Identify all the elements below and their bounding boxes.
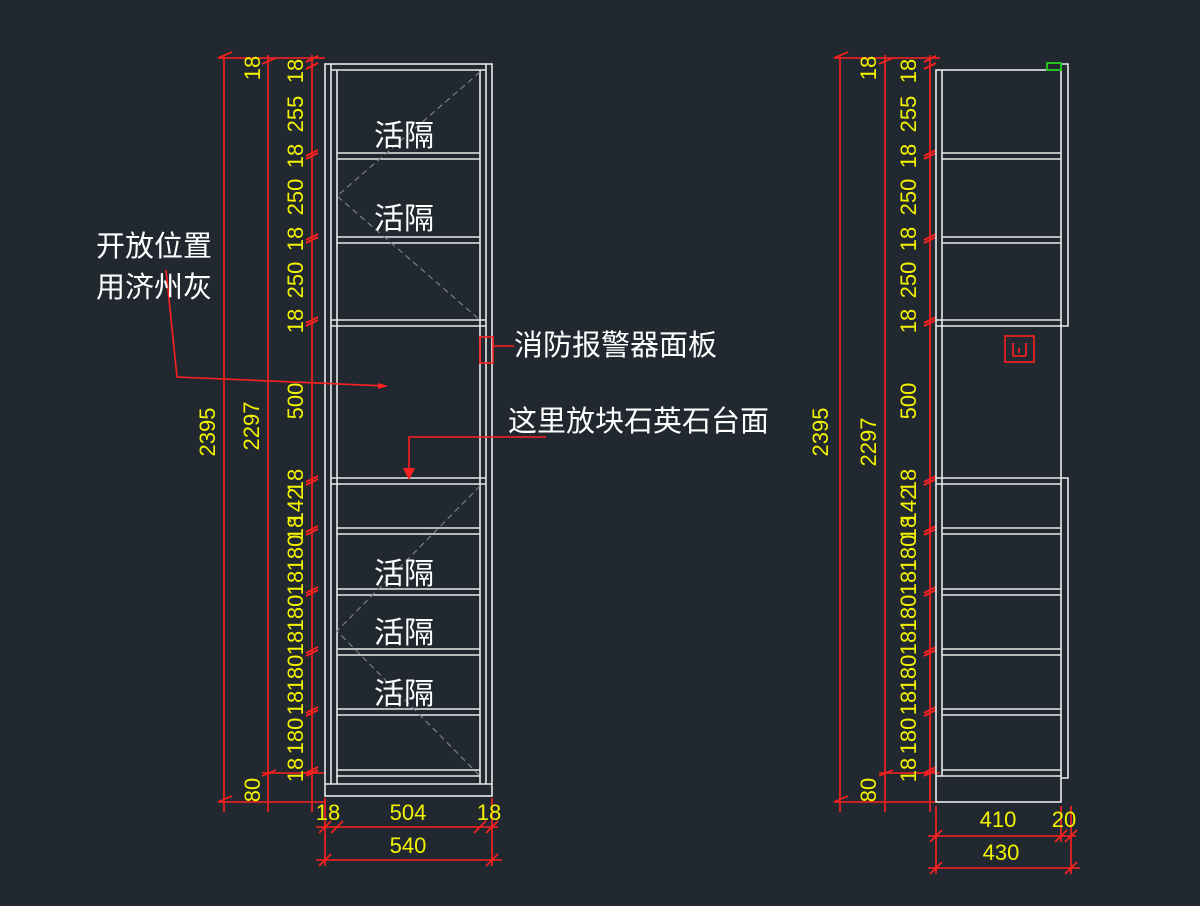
countertop-note: 这里放块石英石台面 bbox=[508, 404, 769, 438]
open-area-note-line2: 用济州灰 bbox=[96, 270, 212, 304]
side-top-dim: 18 bbox=[856, 56, 881, 80]
side-seg-dim: 180 bbox=[896, 595, 921, 632]
side-seg-dim: 250 bbox=[896, 179, 921, 216]
front-alarm-panel-marker bbox=[479, 336, 494, 364]
side-cabinet-height: 2297 bbox=[856, 418, 881, 467]
front-seg-dim: 180 bbox=[283, 655, 308, 692]
side-cabinet bbox=[935, 63, 1069, 803]
side-segment-ticks bbox=[923, 55, 937, 777]
front-seg-dim: 18 bbox=[283, 631, 308, 655]
front-seg-dim: 18 bbox=[283, 309, 308, 333]
front-segment-dims: 18 255 18 250 18 250 18 500 18 142 18 18… bbox=[283, 59, 308, 782]
front-leaders bbox=[165, 269, 546, 470]
front-seg-dim: 180 bbox=[283, 595, 308, 632]
shelf-label: 活隔 bbox=[374, 202, 434, 237]
front-seg-dim: 18 bbox=[283, 59, 308, 83]
side-seg-dim: 18 bbox=[896, 144, 921, 168]
side-view: 2395 2297 18 80 18 255 18 250 18 250 18 … bbox=[808, 51, 1080, 875]
side-seg-dim: 500 bbox=[896, 383, 921, 420]
side-seg-dim: 180 bbox=[896, 535, 921, 572]
side-depth-dimension bbox=[928, 806, 1080, 875]
front-leader-arrow bbox=[378, 383, 388, 389]
side-seg-dim: 18 bbox=[896, 758, 921, 782]
side-top-marker bbox=[1046, 62, 1062, 71]
shelf-label: 活隔 bbox=[374, 677, 434, 712]
side-depth-total: 430 bbox=[983, 840, 1020, 865]
side-seg-dim: 18 bbox=[896, 59, 921, 83]
side-base-dim: 80 bbox=[856, 778, 881, 802]
side-socket-symbol bbox=[1004, 335, 1035, 363]
side-overall-dimension bbox=[833, 51, 940, 812]
side-seg-dim: 18 bbox=[896, 631, 921, 655]
front-seg-dim: 18 bbox=[283, 691, 308, 715]
side-seg-dim: 18 bbox=[896, 691, 921, 715]
front-seg-dim: 250 bbox=[283, 262, 308, 299]
shelf-label: 活隔 bbox=[374, 119, 434, 154]
front-door-swing-lines bbox=[336, 71, 481, 777]
side-seg-dim: 18 bbox=[896, 469, 921, 493]
front-seg-dim: 180 bbox=[283, 718, 308, 755]
front-seg-dim: 18 bbox=[283, 144, 308, 168]
front-seg-dim: 142 bbox=[283, 488, 308, 525]
front-width-right: 18 bbox=[477, 800, 501, 825]
front-seg-dim: 18 bbox=[283, 571, 308, 595]
side-seg-dim: 18 bbox=[896, 516, 921, 540]
front-seg-dim: 18 bbox=[283, 516, 308, 540]
side-seg-dim: 142 bbox=[896, 488, 921, 525]
front-seg-dim: 180 bbox=[283, 535, 308, 572]
front-seg-dim: 18 bbox=[283, 469, 308, 493]
front-seg-dim: 255 bbox=[283, 96, 308, 133]
front-seg-dim: 500 bbox=[283, 383, 308, 420]
shelf-label: 活隔 bbox=[374, 557, 434, 592]
front-seg-dim: 18 bbox=[283, 227, 308, 251]
side-seg-dim: 180 bbox=[896, 655, 921, 692]
front-overall-height: 2395 bbox=[195, 408, 220, 457]
front-cabinet bbox=[324, 63, 493, 797]
front-width-dimension bbox=[316, 798, 502, 867]
front-seg-dim: 18 bbox=[283, 758, 308, 782]
front-view: 2395 2297 18 80 18 255 18 250 18 250 18 … bbox=[96, 51, 769, 867]
side-seg-dim: 18 bbox=[896, 571, 921, 595]
front-width-total: 540 bbox=[390, 833, 427, 858]
front-segment-ticks bbox=[305, 55, 319, 777]
side-depth-inner: 410 bbox=[980, 807, 1017, 832]
side-segment-dims: 18 255 18 250 18 250 18 500 18 142 18 18… bbox=[896, 59, 921, 782]
front-leader-arrow bbox=[403, 468, 415, 480]
alarm-panel-note: 消防报警器面板 bbox=[514, 328, 717, 362]
side-overall-height: 2395 bbox=[808, 408, 833, 457]
side-seg-dim: 180 bbox=[896, 718, 921, 755]
front-width-inner: 504 bbox=[390, 800, 427, 825]
front-width-left: 18 bbox=[316, 800, 340, 825]
open-area-note-line1: 开放位置 bbox=[96, 229, 212, 263]
shelf-label: 活隔 bbox=[374, 616, 434, 651]
front-seg-dim: 250 bbox=[283, 179, 308, 216]
side-seg-dim: 18 bbox=[896, 309, 921, 333]
front-overall-dimension bbox=[217, 51, 325, 812]
front-cabinet-height: 2297 bbox=[239, 402, 264, 451]
side-seg-dim: 18 bbox=[896, 227, 921, 251]
front-base-dim: 80 bbox=[240, 778, 265, 802]
side-seg-dim: 250 bbox=[896, 262, 921, 299]
side-door-thickness: 20 bbox=[1052, 807, 1076, 832]
side-seg-dim: 255 bbox=[896, 96, 921, 133]
front-top-dim: 18 bbox=[240, 56, 265, 80]
